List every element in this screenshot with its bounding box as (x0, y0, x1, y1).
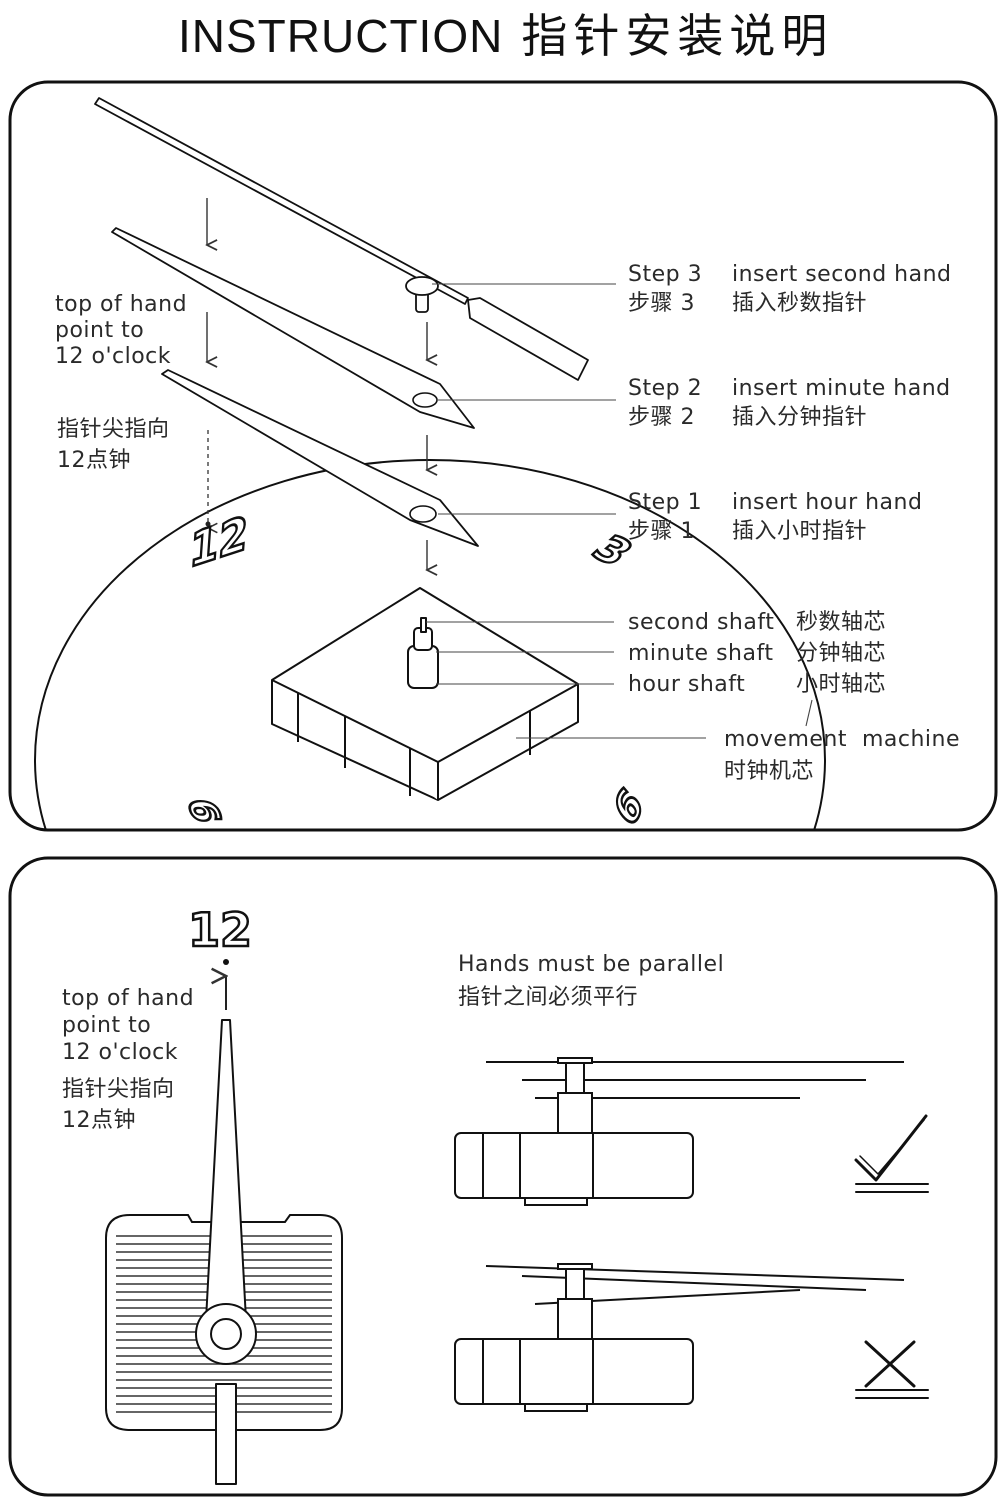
step-3-action-cn: 插入秒数指针 (732, 291, 868, 316)
step-3-label-cn: 步骤 3 (628, 291, 695, 316)
step-1-label: Step 1 (628, 490, 703, 515)
second-shaft-label-cn: 秒数轴芯 (796, 610, 887, 635)
second-hand (94, 97, 589, 381)
hint-en-line-2: point to (55, 318, 145, 343)
leader-lines (426, 283, 813, 739)
movement-machine-label: movement machine (724, 727, 961, 752)
page-title: INSTRUCTION 指针安装说明 (178, 10, 833, 63)
side-view-wrong (454, 1263, 905, 1412)
dial-number-9: 9 (179, 798, 234, 824)
step-3-action: insert second hand (732, 262, 952, 287)
parallel-note: Hands must be parallel (458, 952, 725, 977)
title-cn: 指针安装说明 (521, 10, 834, 62)
step-2-action: insert minute hand (732, 376, 951, 401)
step-1-action-cn: 插入小时指针 (732, 519, 868, 544)
hour-hand (161, 369, 479, 547)
parallel-note-cn: 指针之间必须平行 (458, 985, 639, 1010)
top-panel (8, 80, 998, 832)
minute-shaft-label: minute shaft (628, 641, 774, 666)
step-2-label: Step 2 (628, 376, 703, 401)
hint-cn-line-2: 12点钟 (57, 448, 131, 473)
front-hand (195, 1019, 257, 1485)
hint-cn-line-1: 指针尖指向 (57, 417, 170, 442)
movement-machine (271, 587, 579, 801)
movement-machine-label-cn: 时钟机芯 (724, 759, 815, 784)
check-mark-icon (854, 1114, 929, 1193)
step-2-label-cn: 步骤 2 (628, 405, 695, 430)
step-1-label-cn: 步骤 1 (628, 519, 695, 544)
bottom-panel (8, 856, 998, 1497)
title-en: INSTRUCTION (178, 10, 504, 62)
step-3-label: Step 3 (628, 262, 703, 287)
clock-dial (34, 459, 826, 830)
cross-mark-icon (855, 1340, 929, 1399)
step-1-action: insert hour hand (732, 490, 923, 515)
step-2-action-cn: 插入分钟指针 (732, 405, 868, 430)
front-dial-number-12: 12 (187, 902, 254, 957)
bottom-hint-cn-line-1: 指针尖指向 (62, 1077, 175, 1102)
bottom-hint-en-line-1: top of hand (62, 986, 195, 1011)
bottom-hint-en-line-2: point to (62, 1013, 152, 1038)
hint-en-line-3: 12 o'clock (55, 344, 171, 369)
hour-shaft-label-cn: 小时轴芯 (796, 672, 887, 697)
second-shaft-label: second shaft (628, 610, 775, 635)
bottom-hint-cn-line-2: 12点钟 (62, 1108, 136, 1133)
minute-hand (111, 227, 475, 429)
bottom-hint-en-line-3: 12 o'clock (62, 1040, 178, 1065)
minute-shaft-label-cn: 分钟轴芯 (796, 641, 887, 666)
assembly-arrows (207, 198, 427, 570)
hint-en-line-1: top of hand (55, 292, 188, 317)
side-view-correct (454, 1057, 904, 1206)
hour-shaft-label: hour shaft (628, 672, 746, 697)
